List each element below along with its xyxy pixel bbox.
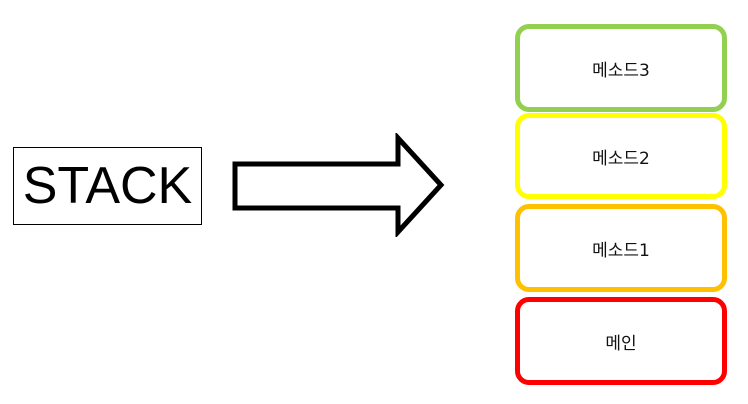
stack-frame-label: 메소드1 (592, 240, 650, 261)
stack-frame-label: 메인 (605, 333, 637, 354)
stack-frame-method3: 메소드3 (515, 24, 727, 112)
stack-frame-label: 메소드3 (592, 60, 650, 81)
stack-title: STACK (22, 157, 193, 215)
stack-title-box: STACK (13, 147, 202, 225)
stack-frame-method2: 메소드2 (515, 113, 727, 199)
stack-frame-main: 메인 (515, 297, 727, 385)
stack-frame-label: 메소드2 (592, 148, 650, 169)
stack-frame-method1: 메소드1 (515, 204, 727, 292)
right-arrow-icon (232, 133, 445, 237)
